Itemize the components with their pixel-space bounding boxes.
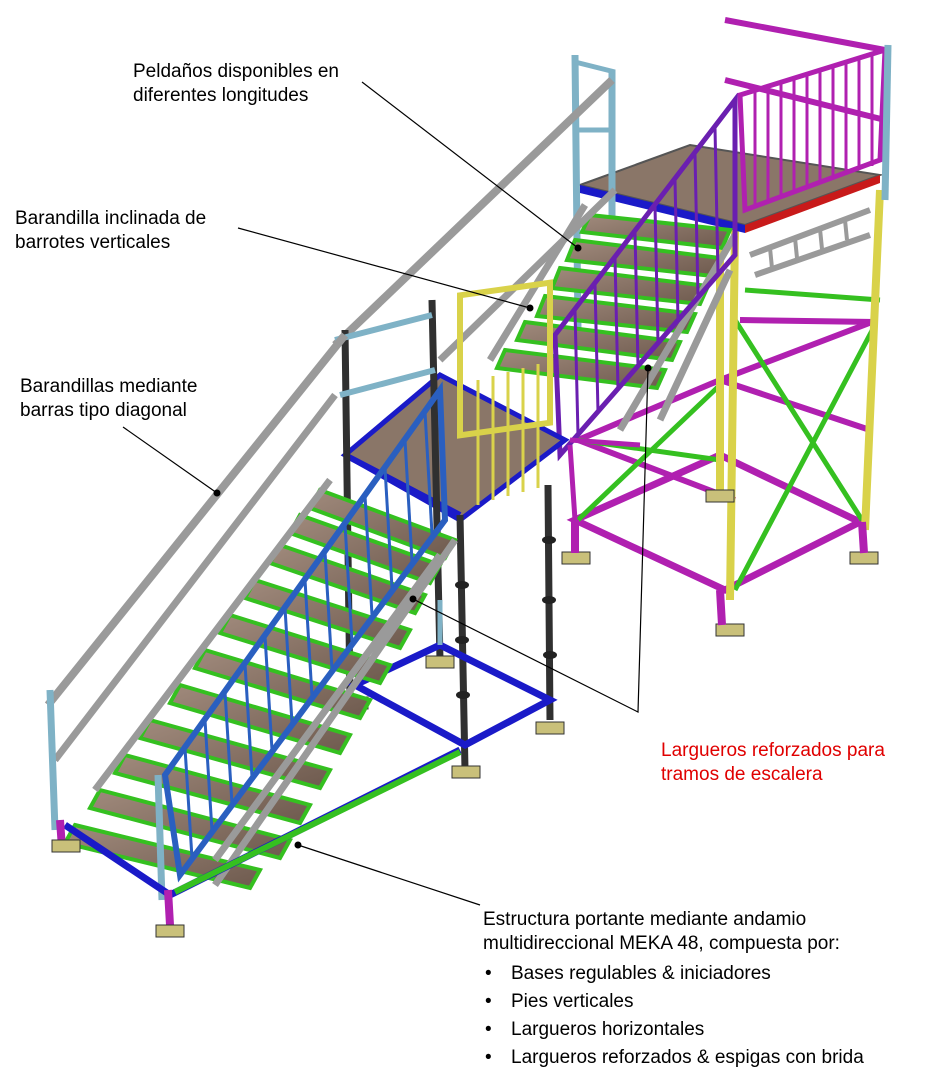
label-steps-line2: diferentes longitudes — [133, 85, 309, 106]
upper-tower — [561, 17, 892, 637]
list-item: Pies verticales — [485, 988, 864, 1016]
label-steps: Peldaños disponibles en diferentes longi… — [133, 60, 339, 108]
leader-dots — [213, 244, 652, 849]
label-structure: Estructura portante mediante andamio mul… — [483, 908, 864, 1072]
label-diagonal-rails-line1: Barandillas mediante — [20, 376, 198, 397]
list-item: Bases regulables & iniciadores — [485, 960, 864, 988]
label-structure-line2: multidireccional MEKA 48, compuesta por: — [483, 933, 840, 954]
label-reinforced-stringers-line2: tramos de escalera — [661, 764, 823, 785]
leader-lines — [122, 81, 649, 906]
list-item: Largueros reforzados & espigas con brida — [485, 1044, 864, 1072]
label-inclined-rail-line1: Barandilla inclinada de — [15, 208, 207, 229]
list-item: Largueros horizontales — [485, 1016, 864, 1044]
upper-stair-flight — [332, 77, 739, 462]
label-diagonal-rails: Barandillas mediante barras tipo diagona… — [20, 375, 197, 423]
structure-components-list: Bases regulables & iniciadores Pies vert… — [483, 960, 864, 1072]
label-structure-line1: Estructura portante mediante andamio — [483, 909, 807, 930]
label-inclined-rail-line2: barrotes verticales — [15, 232, 171, 253]
label-reinforced-stringers: Largueros reforzados para tramos de esca… — [661, 739, 885, 787]
label-reinforced-stringers-line1: Largueros reforzados para — [661, 740, 885, 761]
label-inclined-rail: Barandilla inclinada de barrotes vertica… — [15, 207, 206, 255]
label-diagonal-rails-line2: barras tipo diagonal — [20, 400, 187, 421]
lower-stair-flight — [44, 332, 462, 938]
label-steps-line1: Peldaños disponibles en — [133, 61, 339, 82]
